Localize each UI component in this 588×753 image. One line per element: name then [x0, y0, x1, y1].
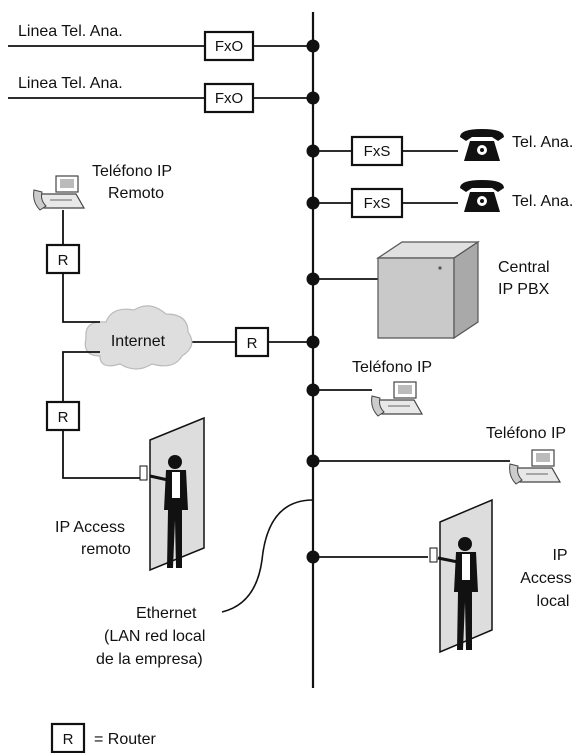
analog-line-2: Linea Tel. Ana. FxO	[8, 75, 320, 114]
fxo-box	[203, 82, 255, 114]
bus-node	[306, 91, 320, 105]
internet-cloud-icon	[84, 305, 193, 370]
pbx-server-icon	[376, 240, 480, 340]
internet-link: R Internet	[84, 305, 320, 370]
analog-phone-label: Tel. Ana.	[512, 134, 573, 151]
analog-phone-2: FxS Tel. Ana.	[306, 180, 573, 219]
local-ip-phone-2: Teléfono IP	[306, 425, 566, 485]
remote-ip-phone-label: Teléfono IP	[92, 163, 172, 180]
pbx-label: Central	[498, 259, 550, 276]
remote-ip-phone-label: Remoto	[108, 185, 164, 202]
local-access-label: Access	[520, 570, 572, 587]
ethernet-label: (LAN red local	[104, 628, 205, 645]
ip-phone-icon	[371, 381, 424, 417]
router-box	[45, 400, 81, 432]
router-label: R	[58, 409, 69, 426]
router-label: R	[247, 335, 258, 352]
remote-ip-phone: Teléfono IP Remoto R	[33, 163, 172, 323]
ip-phone-icon	[509, 449, 562, 485]
legend-text: = Router	[94, 731, 156, 748]
analog-line-1: Linea Tel. Ana. FxO	[8, 23, 320, 62]
fxs-box	[350, 187, 404, 219]
legend-router-box	[50, 722, 86, 753]
remote-access-label: remoto	[81, 541, 131, 558]
analog-phone-label: Tel. Ana.	[512, 193, 573, 210]
person-icon	[437, 537, 478, 650]
analog-phone-icon	[460, 180, 504, 212]
analog-phone-icon	[460, 129, 504, 161]
ethernet-callout: Ethernet (LAN red local de la empresa)	[96, 499, 314, 668]
ip-pbx: Central IP PBX	[306, 240, 550, 340]
router-box	[45, 243, 81, 275]
fxo-label: FxO	[215, 38, 243, 55]
ethernet-label: Ethernet	[136, 605, 197, 622]
local-access-label: local	[537, 593, 570, 610]
ip-phone-label: Teléfono IP	[352, 359, 432, 376]
person-icon	[149, 455, 188, 568]
router-label: R	[58, 252, 69, 269]
remote-access-label: IP Access	[55, 519, 125, 536]
local-ip-phone-1: Teléfono IP	[306, 359, 432, 417]
local-ip-access: IP Access local	[306, 498, 572, 654]
pbx-label: IP PBX	[498, 281, 550, 298]
analog-line-label: Linea Tel. Ana.	[18, 75, 123, 92]
fxs-label: FxS	[364, 195, 391, 212]
fxs-label: FxS	[364, 143, 391, 160]
fxs-box	[350, 135, 404, 167]
analog-line-label: Linea Tel. Ana.	[18, 23, 123, 40]
bus-node	[306, 39, 320, 53]
ip-phone-label: Teléfono IP	[486, 425, 566, 442]
remote-ip-access: R IP Access remoto	[45, 351, 205, 572]
analog-phone-1: FxS Tel. Ana.	[306, 129, 573, 167]
internet-label: Internet	[111, 333, 166, 350]
legend-symbol: R	[63, 731, 74, 748]
fxo-label: FxO	[215, 90, 243, 107]
local-access-label: IP	[552, 547, 567, 564]
legend: R = Router	[50, 722, 156, 753]
ip-phone-icon	[33, 175, 86, 211]
ethernet-label: de la empresa)	[96, 651, 203, 668]
